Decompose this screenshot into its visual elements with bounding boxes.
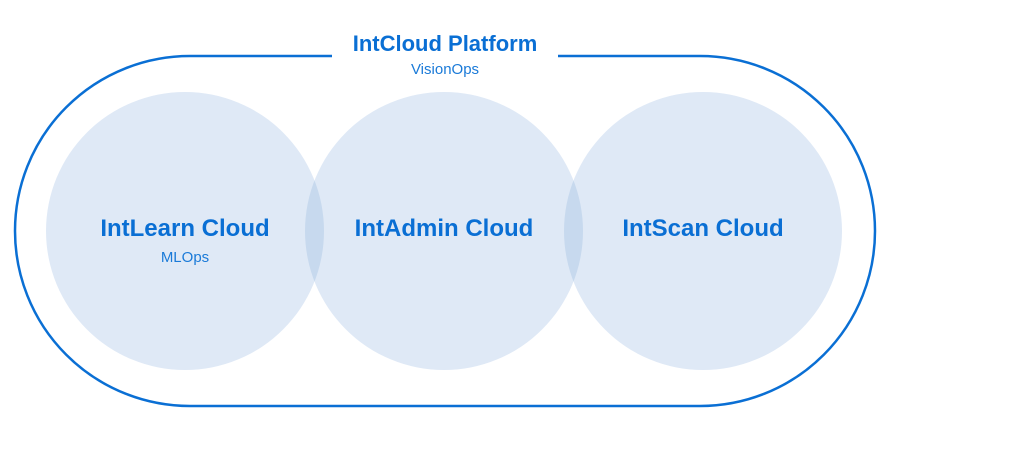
cloud-label-intadmin: IntAdmin Cloud [355,215,534,242]
cloud-label-intlearn: IntLearn Cloud [100,215,269,242]
cloud-circle-intlearn [46,92,324,370]
platform-subtitle: VisionOps [411,61,479,78]
platform-title: IntCloud Platform [353,31,538,56]
platform-boundary [13,54,877,408]
cloud-circle-intadmin [305,92,583,370]
cloud-subtitle-intlearn: MLOps [161,249,209,266]
cloud-label-intscan: IntScan Cloud [622,215,783,242]
cloud-circle-intscan [564,92,842,370]
